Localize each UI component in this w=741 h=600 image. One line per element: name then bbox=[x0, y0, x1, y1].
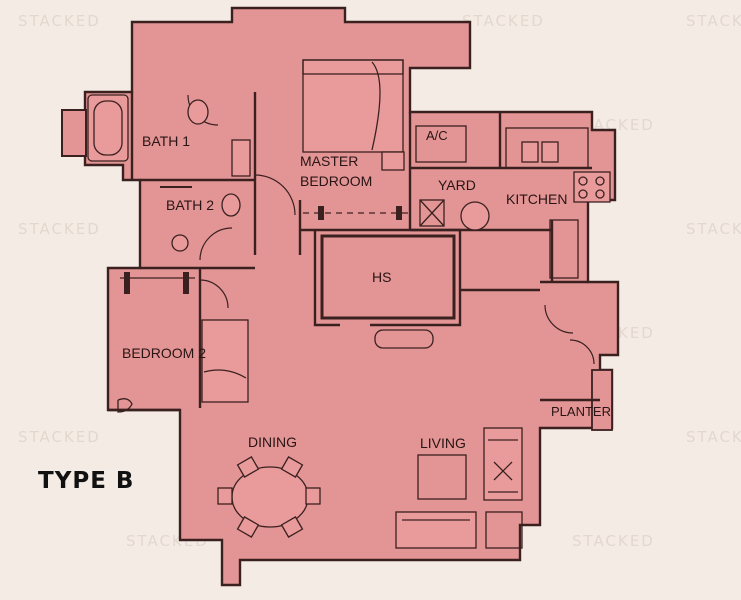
fridge-space bbox=[549, 219, 579, 279]
yard-washer bbox=[419, 199, 445, 227]
bedroom2-chair bbox=[117, 398, 133, 413]
watermark: STACKED bbox=[18, 12, 101, 30]
watermark: STACKED bbox=[686, 428, 741, 446]
burner bbox=[578, 189, 588, 199]
bathtub bbox=[87, 94, 129, 162]
side-table bbox=[485, 511, 523, 549]
room-label-dining: DINING bbox=[248, 434, 297, 450]
room-label-master-bedroom-line2: BEDROOM bbox=[300, 173, 372, 189]
watermark: STACKED bbox=[18, 428, 101, 446]
watermark: STACKED bbox=[686, 220, 741, 238]
room-label-master-bedroom-line1: MASTER bbox=[300, 153, 358, 169]
burner bbox=[578, 176, 588, 186]
plan-type-title: TYPE B bbox=[38, 468, 135, 494]
bed-2 bbox=[201, 319, 249, 403]
room-label-yard: YARD bbox=[438, 177, 476, 193]
bathtub-basin bbox=[93, 100, 123, 156]
ledge-left bbox=[61, 109, 87, 157]
master-bed-headboard bbox=[302, 59, 404, 75]
toilet-bath1 bbox=[187, 99, 209, 125]
room-label-bath-1: BATH 1 bbox=[142, 133, 190, 149]
room-label-bedroom-2: BEDROOM 2 bbox=[122, 345, 206, 361]
watermark: STACKED bbox=[18, 220, 101, 238]
sofa-cushion-lines bbox=[488, 439, 518, 493]
coffee-table bbox=[417, 454, 467, 500]
wardrobe-bedroom2-door bbox=[183, 272, 189, 294]
kitchen-sink bbox=[541, 141, 559, 163]
interior-walls bbox=[108, 92, 600, 412]
ac-ledge bbox=[415, 125, 467, 163]
sofa-detail bbox=[493, 461, 513, 481]
bedside-table bbox=[381, 151, 405, 171]
basin-bath1 bbox=[231, 139, 251, 177]
bath2-shelf bbox=[160, 186, 192, 188]
room-label-kitchen: KITCHEN bbox=[506, 191, 567, 207]
burner bbox=[595, 189, 605, 199]
yard-washer-cross bbox=[419, 199, 445, 227]
master-bed-fold bbox=[371, 61, 381, 151]
wardrobe-bedroom2-door bbox=[124, 272, 130, 294]
household-shelter bbox=[320, 234, 456, 320]
kitchen-sink bbox=[521, 141, 539, 163]
master-bed bbox=[302, 59, 404, 153]
wardrobe-door bbox=[396, 206, 402, 220]
sofa bbox=[395, 511, 477, 549]
watermark: STACKED bbox=[462, 12, 545, 30]
watermark: STACKED bbox=[686, 12, 741, 30]
cooktop bbox=[573, 171, 611, 203]
shoe-cabinet bbox=[374, 329, 434, 349]
room-label-living: LIVING bbox=[420, 435, 466, 451]
room-label-ac: A/C bbox=[426, 128, 448, 143]
door-swings bbox=[187, 94, 595, 365]
bed-2-fold bbox=[203, 369, 247, 379]
watermark: STACKED bbox=[572, 532, 655, 550]
wardrobe-door bbox=[318, 206, 324, 220]
basin-bath2 bbox=[171, 234, 189, 252]
kitchen-counter bbox=[505, 127, 589, 169]
armchair-sofa bbox=[483, 427, 523, 501]
burner bbox=[595, 176, 605, 186]
yard-toilet bbox=[460, 201, 490, 231]
room-label-bath-2: BATH 2 bbox=[166, 197, 214, 213]
room-label-planter: PLANTER bbox=[551, 404, 611, 419]
toilet-bath2 bbox=[221, 193, 241, 217]
room-label-hs: HS bbox=[372, 269, 391, 285]
dining-set bbox=[217, 456, 321, 538]
